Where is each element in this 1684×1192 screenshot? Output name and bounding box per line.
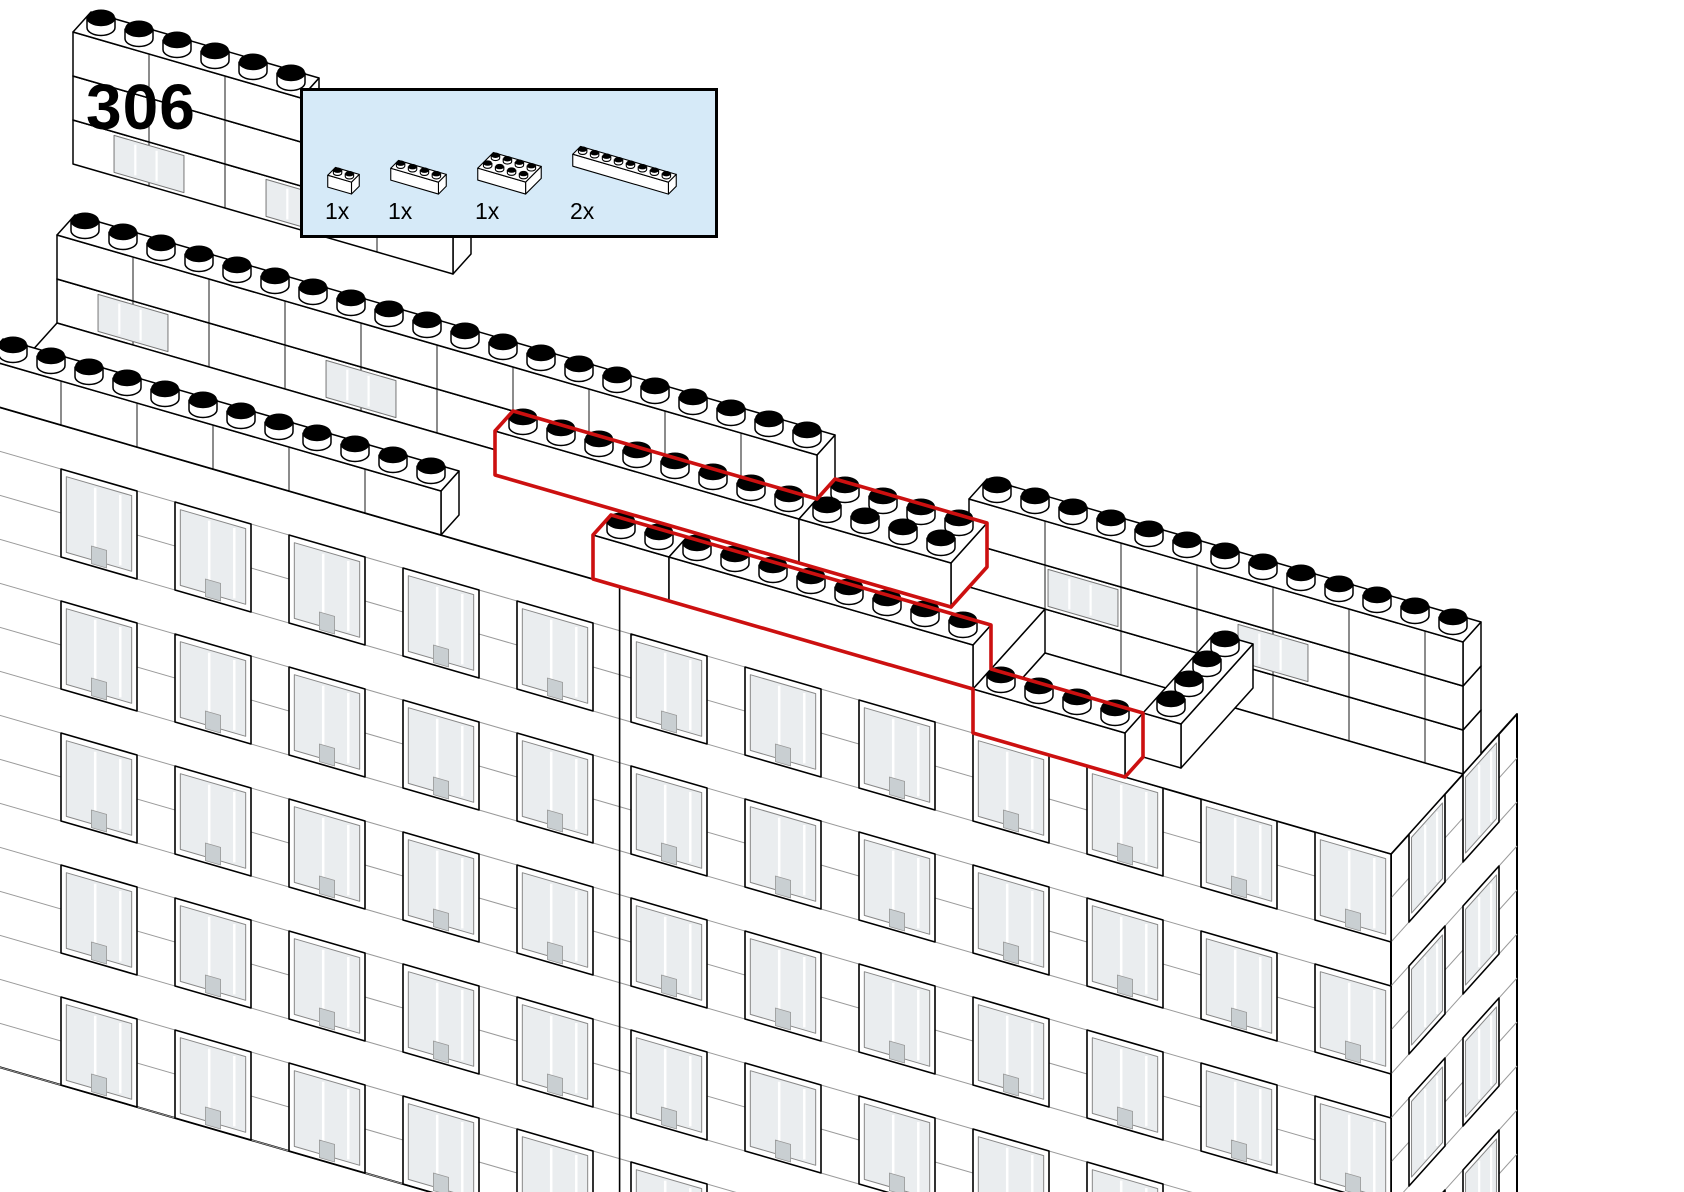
brick-2x4-icon: [477, 151, 542, 195]
brick-1x2-icon: [327, 166, 360, 195]
brick-1x4-icon: [390, 159, 447, 195]
courtyard-walls-group: [0, 9, 1482, 855]
brick-1x8-icon: [572, 145, 677, 195]
part-item: 1x: [325, 160, 362, 225]
part-quantity: 1x: [325, 198, 350, 224]
part-quantity: 1x: [475, 198, 500, 224]
part-item: 1x: [475, 145, 544, 225]
parts-callout: 1x 1x 1x 2x: [300, 88, 718, 238]
part-quantity: 1x: [388, 198, 413, 224]
facade-group: [0, 406, 1518, 1192]
new-bricks-group: [494, 408, 1144, 778]
part-item: 1x: [388, 153, 449, 225]
step-number: 306: [86, 71, 196, 143]
part-item: 2x: [570, 139, 679, 225]
part-quantity: 2x: [570, 198, 595, 224]
highlight-outline-group: [493, 409, 1145, 779]
